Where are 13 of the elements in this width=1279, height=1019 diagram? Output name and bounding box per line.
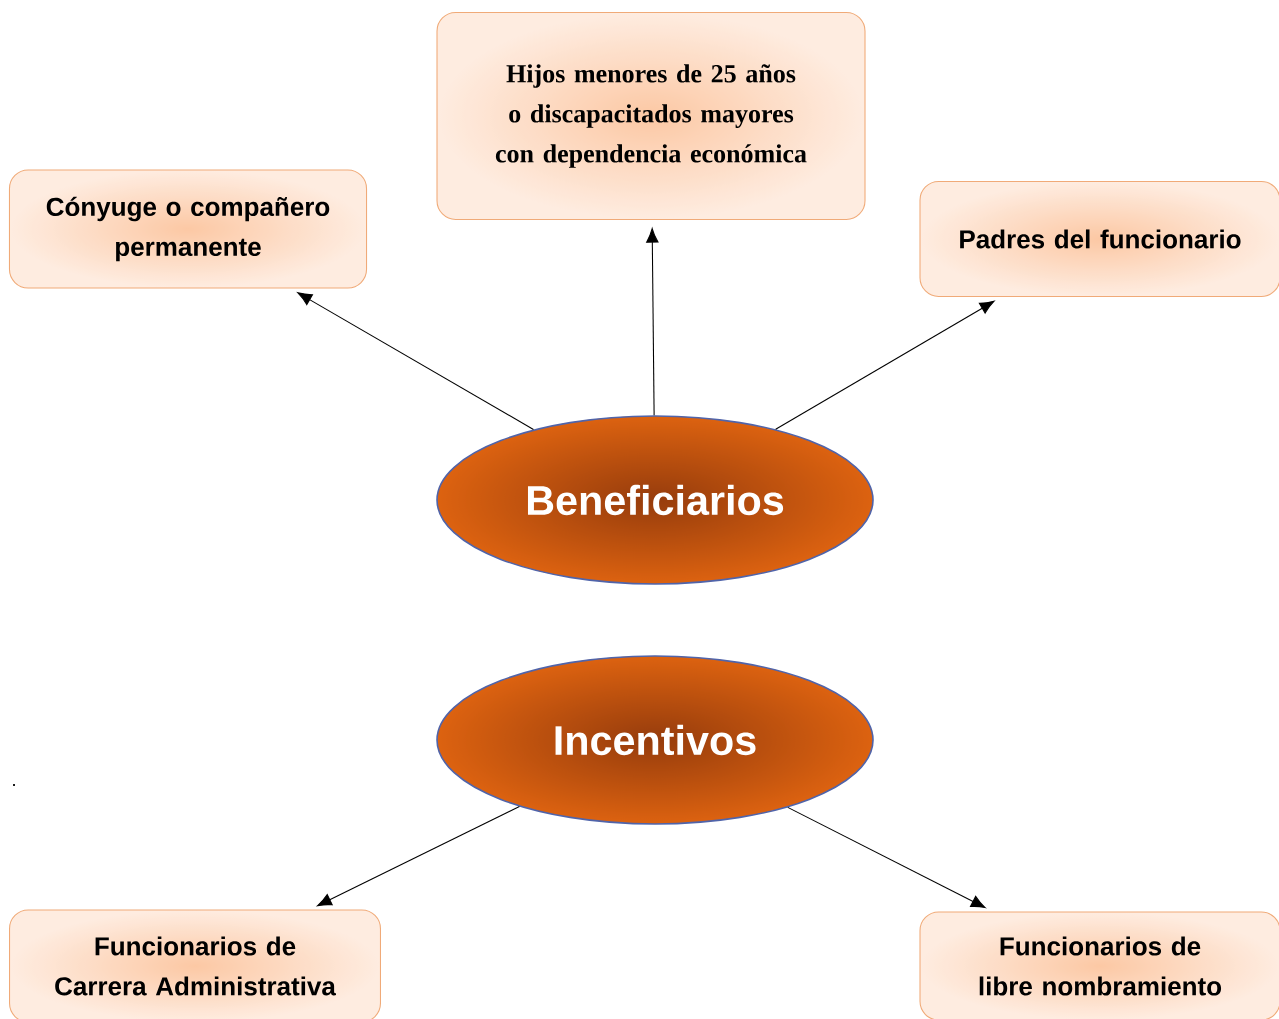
arrow [787,806,986,909]
rounded-box: Hijos menores de 25 años o discapacitados mayores con dependencia económica [436,12,866,220]
rounded-box: Cónyuge o compañero permanente [8,169,368,289]
rounded-box: Funcionarios de libre nombramiento [919,911,1279,1019]
arrow [775,300,995,430]
arrow [646,228,659,416]
arrow [297,292,534,431]
ellipse-node: Incentivos [436,655,874,825]
rounded-box: Padres del funcionario [919,181,1279,297]
arrow [317,806,520,907]
ellipse-node: Beneficiarios [436,415,874,585]
rounded-box: Funcionarios de Carrera Administrativa [9,909,381,1019]
note-text: . [13,784,15,786]
